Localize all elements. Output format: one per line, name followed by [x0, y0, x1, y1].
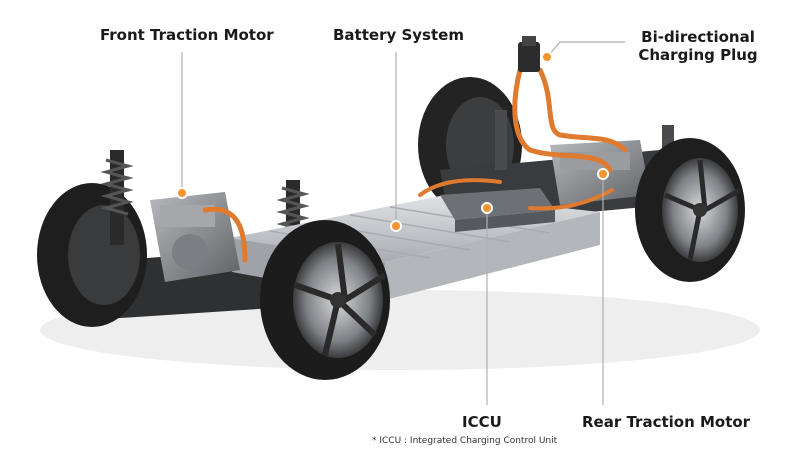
- label-charging-plug-line2: Charging Plug: [638, 46, 758, 64]
- callout-dot-icon: [390, 220, 402, 232]
- leader-lines: [181, 41, 625, 405]
- callout-dot-icon: [541, 51, 553, 63]
- wheel-front-right-icon: [260, 220, 390, 380]
- label-charging-plug-line1: Bi-directional: [641, 28, 755, 46]
- label-rear-traction-motor: Rear Traction Motor: [582, 413, 751, 431]
- front-traction-motor: [150, 192, 240, 282]
- wheel-front-left-icon: [37, 183, 147, 327]
- label-front-traction-motor: Front Traction Motor: [100, 26, 274, 44]
- wheel-rear-right-icon: [635, 138, 745, 282]
- label-charging-plug: Bi-directional Charging Plug: [628, 28, 768, 64]
- leader-plug: [547, 41, 625, 57]
- callout-dot-icon: [481, 202, 493, 214]
- label-iccu: ICCU: [462, 413, 502, 431]
- callout-dot-icon: [597, 168, 609, 180]
- label-battery-system: Battery System: [333, 26, 464, 44]
- hv-cables: [202, 67, 628, 263]
- callout-dot-icon: [176, 187, 188, 199]
- front-shock-absorber: [100, 150, 310, 250]
- footnote-iccu: * ICCU : Integrated Charging Control Uni…: [372, 436, 558, 446]
- iccu-unit: [440, 188, 555, 232]
- charging-plug: [518, 36, 540, 72]
